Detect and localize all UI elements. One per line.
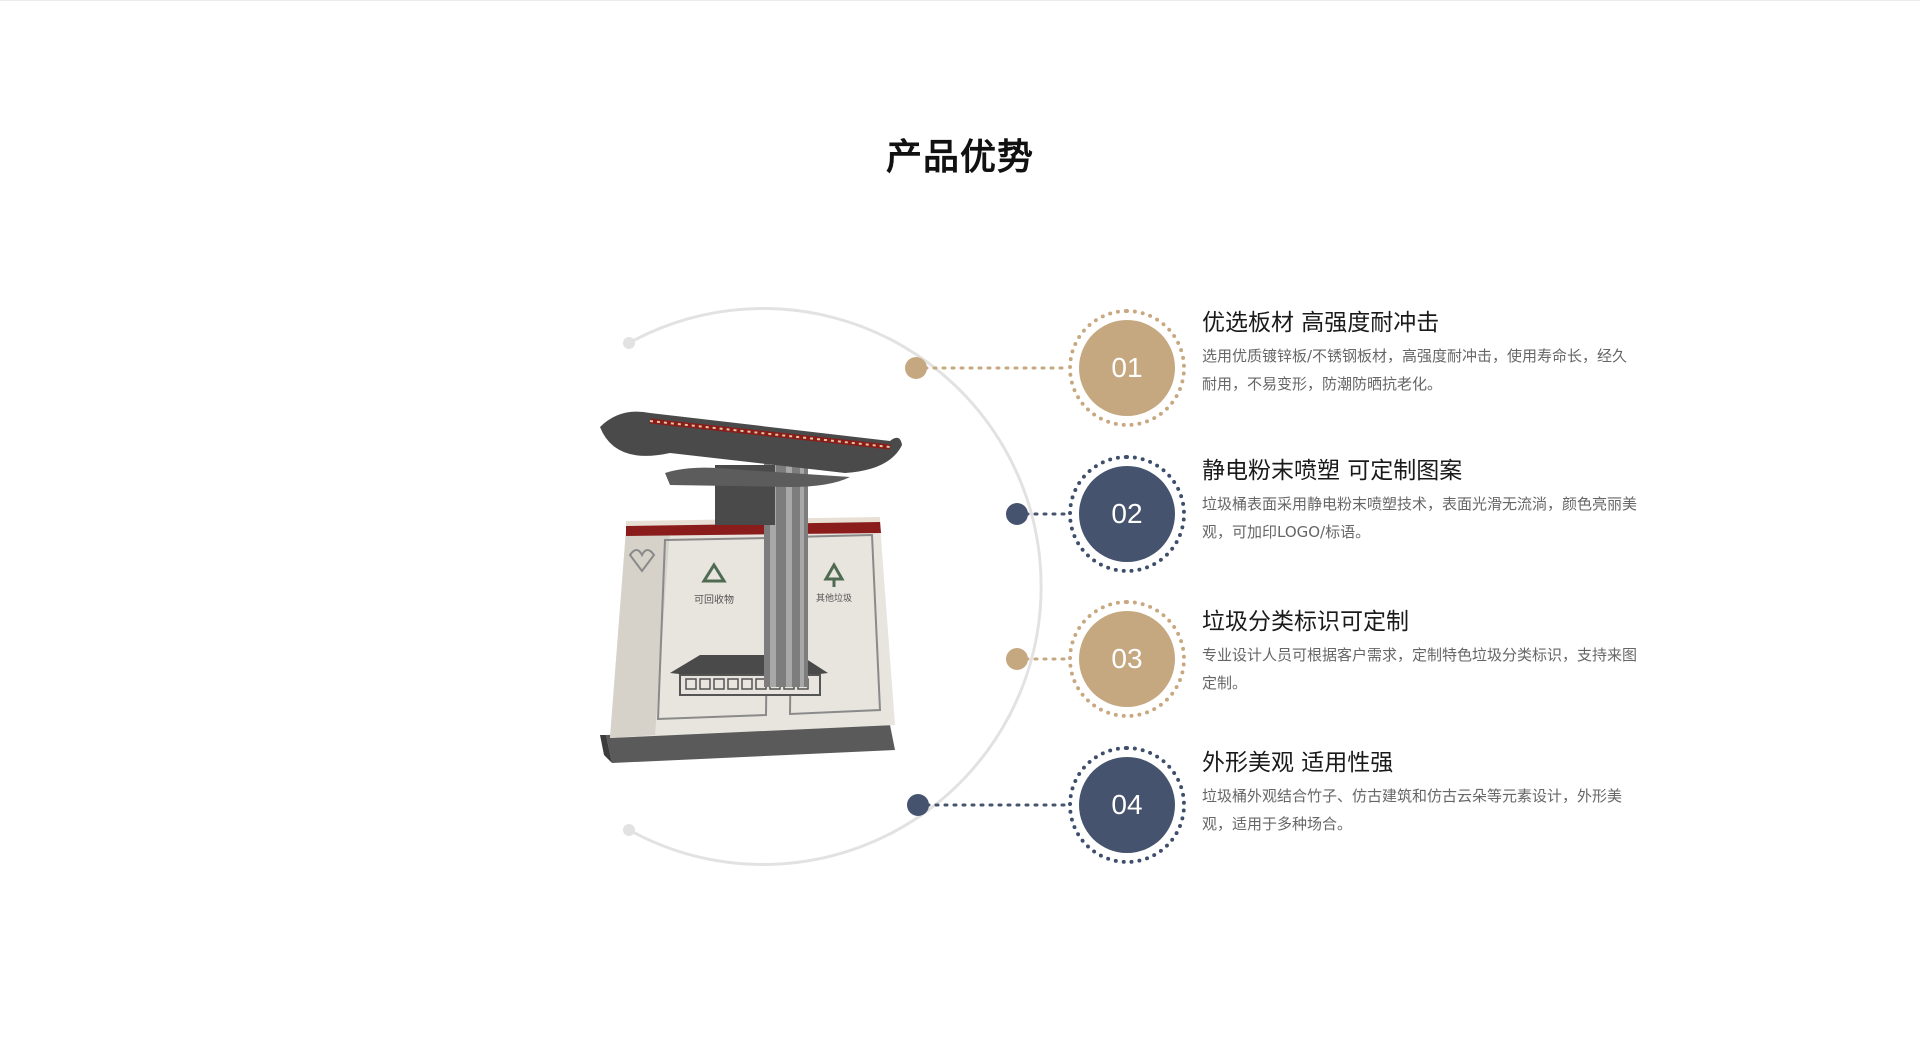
- decorative-arc: [628, 307, 1043, 866]
- badge-number: 01: [1079, 320, 1175, 416]
- feature-item-03: 垃圾分类标识可定制 专业设计人员可根据客户需求，定制特色垃圾分类标识，支持来图定…: [1202, 607, 1642, 697]
- connector-dot-03: [1006, 648, 1028, 670]
- feature-badge-04: 04: [1068, 746, 1208, 866]
- feature-badge-01: 01: [1068, 309, 1208, 429]
- feature-title: 静电粉末喷塑 可定制图案: [1202, 458, 1463, 484]
- feature-badge-03: 03: [1068, 600, 1208, 720]
- connector-dot-04: [907, 794, 929, 816]
- badge-number: 02: [1079, 466, 1175, 562]
- feature-item-04: 外形美观 适用性强 垃圾桶外观结合竹子、仿古建筑和仿古云朵等元素设计，外形美观，…: [1202, 748, 1642, 838]
- arc-end-dot: [623, 824, 635, 836]
- feature-description: 垃圾桶外观结合竹子、仿古建筑和仿古云朵等元素设计，外形美观，适用于多种场合。: [1202, 787, 1623, 833]
- top-divider: [0, 0, 1920, 1]
- other-waste-label: 其他垃圾: [816, 592, 852, 604]
- feature-badge-02: 02: [1068, 455, 1208, 575]
- trash-bin-image: 可回收物 其他垃圾: [600, 411, 902, 763]
- feature-description: 垃圾桶表面采用静电粉末喷塑技术，表面光滑无流淌，颜色亮丽美观，可加印LOGO/标…: [1202, 495, 1638, 541]
- recyclable-label: 可回收物: [694, 593, 734, 606]
- feature-title: 垃圾分类标识可定制: [1202, 609, 1409, 635]
- feature-title: 优选板材 高强度耐冲击: [1202, 310, 1440, 336]
- connector-dot-02: [1006, 503, 1028, 525]
- feature-title: 外形美观 适用性强: [1202, 750, 1394, 776]
- badge-ring: 03: [1068, 600, 1186, 718]
- badge-number: 04: [1079, 757, 1175, 853]
- feature-item-01: 优选板材 高强度耐冲击 选用优质镀锌板/不锈钢板材，高强度耐冲击，使用寿命长，经…: [1202, 308, 1642, 398]
- feature-item-02: 静电粉末喷塑 可定制图案 垃圾桶表面采用静电粉末喷塑技术，表面光滑无流淌，颜色亮…: [1202, 456, 1642, 546]
- badge-number: 03: [1079, 611, 1175, 707]
- badge-ring: 04: [1068, 746, 1186, 864]
- badge-ring: 02: [1068, 455, 1186, 573]
- page-title: 产品优势: [885, 137, 1034, 178]
- feature-description: 选用优质镀锌板/不锈钢板材，高强度耐冲击，使用寿命长，经久耐用，不易变形，防潮防…: [1202, 347, 1628, 393]
- arc-start-dot: [623, 337, 635, 349]
- connector-dot-01: [905, 357, 927, 379]
- feature-description: 专业设计人员可根据客户需求，定制特色垃圾分类标识，支持来图定制。: [1202, 646, 1638, 692]
- badge-ring: 01: [1068, 309, 1186, 427]
